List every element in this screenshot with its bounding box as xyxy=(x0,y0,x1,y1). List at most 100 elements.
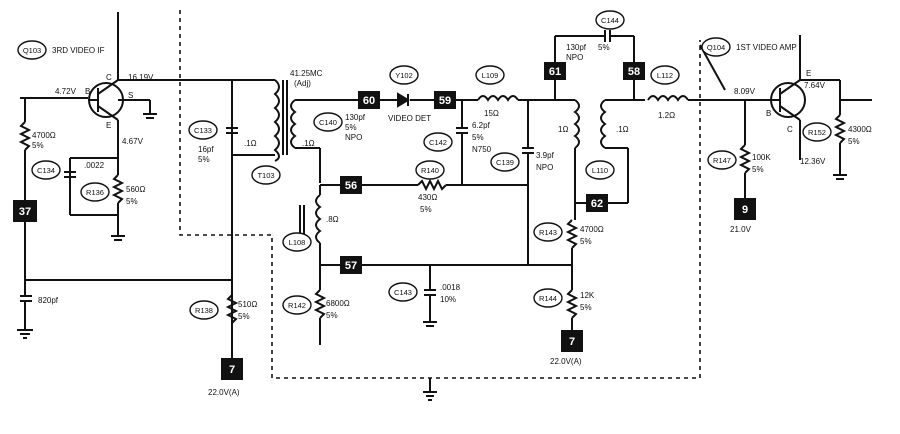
svg-text:7.64V: 7.64V xyxy=(804,81,826,90)
svg-text:C134: C134 xyxy=(37,166,55,175)
svg-text:.0022: .0022 xyxy=(84,161,105,170)
svg-text:5%: 5% xyxy=(345,123,357,132)
svg-text:.8Ω: .8Ω xyxy=(326,215,339,224)
svg-text:.1Ω: .1Ω xyxy=(244,139,257,148)
svg-text:5%: 5% xyxy=(198,155,210,164)
voltage-21: 21.0V xyxy=(730,225,752,234)
svg-text:C142: C142 xyxy=(429,138,447,147)
svg-text:4300Ω: 4300Ω xyxy=(848,125,872,134)
svg-text:5%: 5% xyxy=(472,133,484,142)
svg-text:R144: R144 xyxy=(539,294,557,303)
svg-text:6800Ω: 6800Ω xyxy=(326,299,350,308)
svg-text:15Ω: 15Ω xyxy=(484,109,499,118)
svg-text:41.25MC: 41.25MC xyxy=(290,69,323,78)
voltage-22a: 22.0V(A) xyxy=(208,388,240,397)
test-point-37: 37 xyxy=(13,200,37,222)
svg-text:5%: 5% xyxy=(420,205,432,214)
svg-text:E: E xyxy=(106,121,111,130)
svg-text:56: 56 xyxy=(345,180,357,192)
svg-text:L108: L108 xyxy=(289,238,306,247)
svg-text:100K: 100K xyxy=(752,153,771,162)
test-point-7-right: 7 xyxy=(561,330,583,352)
svg-text:VIDEO DET: VIDEO DET xyxy=(388,114,431,123)
svg-text:5%: 5% xyxy=(580,303,592,312)
test-points: 37 7 7 9 56 57 58 59 60 61 62 xyxy=(13,62,756,380)
test-point-57: 57 xyxy=(340,256,362,274)
svg-text:1.2Ω: 1.2Ω xyxy=(658,111,675,120)
svg-text:.1Ω: .1Ω xyxy=(302,139,315,148)
svg-text:C143: C143 xyxy=(394,288,412,297)
svg-text:Q104: Q104 xyxy=(707,43,725,52)
svg-text:B: B xyxy=(766,109,771,118)
svg-text:R142: R142 xyxy=(288,301,306,310)
svg-text:5%: 5% xyxy=(580,237,592,246)
svg-text:12.36V: 12.36V xyxy=(800,157,826,166)
test-point-62: 62 xyxy=(586,194,608,212)
svg-text:3.9pf: 3.9pf xyxy=(536,151,555,160)
svg-text:16.19V: 16.19V xyxy=(128,73,154,82)
svg-text:C140: C140 xyxy=(319,118,337,127)
svg-text:9: 9 xyxy=(742,204,748,216)
svg-text:510Ω: 510Ω xyxy=(238,300,257,309)
svg-text:5%: 5% xyxy=(32,141,44,150)
svg-text:R140: R140 xyxy=(421,166,439,175)
svg-text:T103: T103 xyxy=(257,171,274,180)
svg-text:C139: C139 xyxy=(496,158,514,167)
test-point-9: 9 xyxy=(734,198,756,220)
svg-text:60: 60 xyxy=(363,95,375,107)
svg-text:NPO: NPO xyxy=(536,163,553,172)
shield-boundary xyxy=(179,10,701,379)
svg-text:7: 7 xyxy=(229,364,235,376)
svg-text:130pf: 130pf xyxy=(566,43,587,52)
svg-text:S: S xyxy=(128,91,133,100)
svg-text:5%: 5% xyxy=(238,312,250,321)
svg-text:C: C xyxy=(787,125,793,134)
svg-text:820pf: 820pf xyxy=(38,296,59,305)
svg-text:R136: R136 xyxy=(86,188,104,197)
svg-text:130pf: 130pf xyxy=(345,113,366,122)
svg-text:R147: R147 xyxy=(713,156,731,165)
svg-text:57: 57 xyxy=(345,260,357,272)
svg-text:L110: L110 xyxy=(592,166,608,175)
svg-text:59: 59 xyxy=(439,95,451,107)
test-point-60: 60 xyxy=(358,91,380,109)
svg-text:1Ω: 1Ω xyxy=(558,125,568,134)
svg-text:5%: 5% xyxy=(598,43,610,52)
svg-text:8.09V: 8.09V xyxy=(734,87,756,96)
svg-text:NPO: NPO xyxy=(566,53,583,62)
svg-text:16pf: 16pf xyxy=(198,145,214,154)
svg-text:10%: 10% xyxy=(440,295,456,304)
svg-text:.0018: .0018 xyxy=(440,283,461,292)
svg-text:C: C xyxy=(106,73,112,82)
q103-ref: Q103 xyxy=(23,46,41,55)
svg-text:560Ω: 560Ω xyxy=(126,185,145,194)
svg-text:R143: R143 xyxy=(539,228,557,237)
test-point-56: 56 xyxy=(340,176,362,194)
svg-text:4.72V: 4.72V xyxy=(55,87,77,96)
voltage-22b: 22.0V(A) xyxy=(550,357,582,366)
labels: Q103 3RD VIDEO IF B C E S 4.72V 16.19V 4… xyxy=(23,16,872,397)
svg-text:5%: 5% xyxy=(326,311,338,320)
svg-text:C133: C133 xyxy=(194,126,212,135)
q103-title: 3RD VIDEO IF xyxy=(52,46,105,55)
svg-text:4700Ω: 4700Ω xyxy=(580,225,604,234)
svg-text:R138: R138 xyxy=(195,306,213,315)
svg-text:58: 58 xyxy=(628,66,640,78)
svg-text:12K: 12K xyxy=(580,291,595,300)
component-ref-ovals xyxy=(17,10,832,320)
svg-text:B: B xyxy=(85,87,90,96)
svg-text:5%: 5% xyxy=(752,165,764,174)
svg-text:NPO: NPO xyxy=(345,133,362,142)
svg-text:62: 62 xyxy=(591,198,603,210)
svg-text:7: 7 xyxy=(569,336,575,348)
svg-text:(Adj): (Adj) xyxy=(294,79,311,88)
test-point-7-left: 7 xyxy=(221,358,243,380)
wires xyxy=(17,12,872,401)
svg-text:4.67V: 4.67V xyxy=(122,137,144,146)
svg-text:N750: N750 xyxy=(472,145,492,154)
svg-text:37: 37 xyxy=(19,206,31,218)
svg-text:5%: 5% xyxy=(126,197,138,206)
svg-text:R152: R152 xyxy=(808,128,826,137)
test-point-61: 61 xyxy=(544,62,566,80)
